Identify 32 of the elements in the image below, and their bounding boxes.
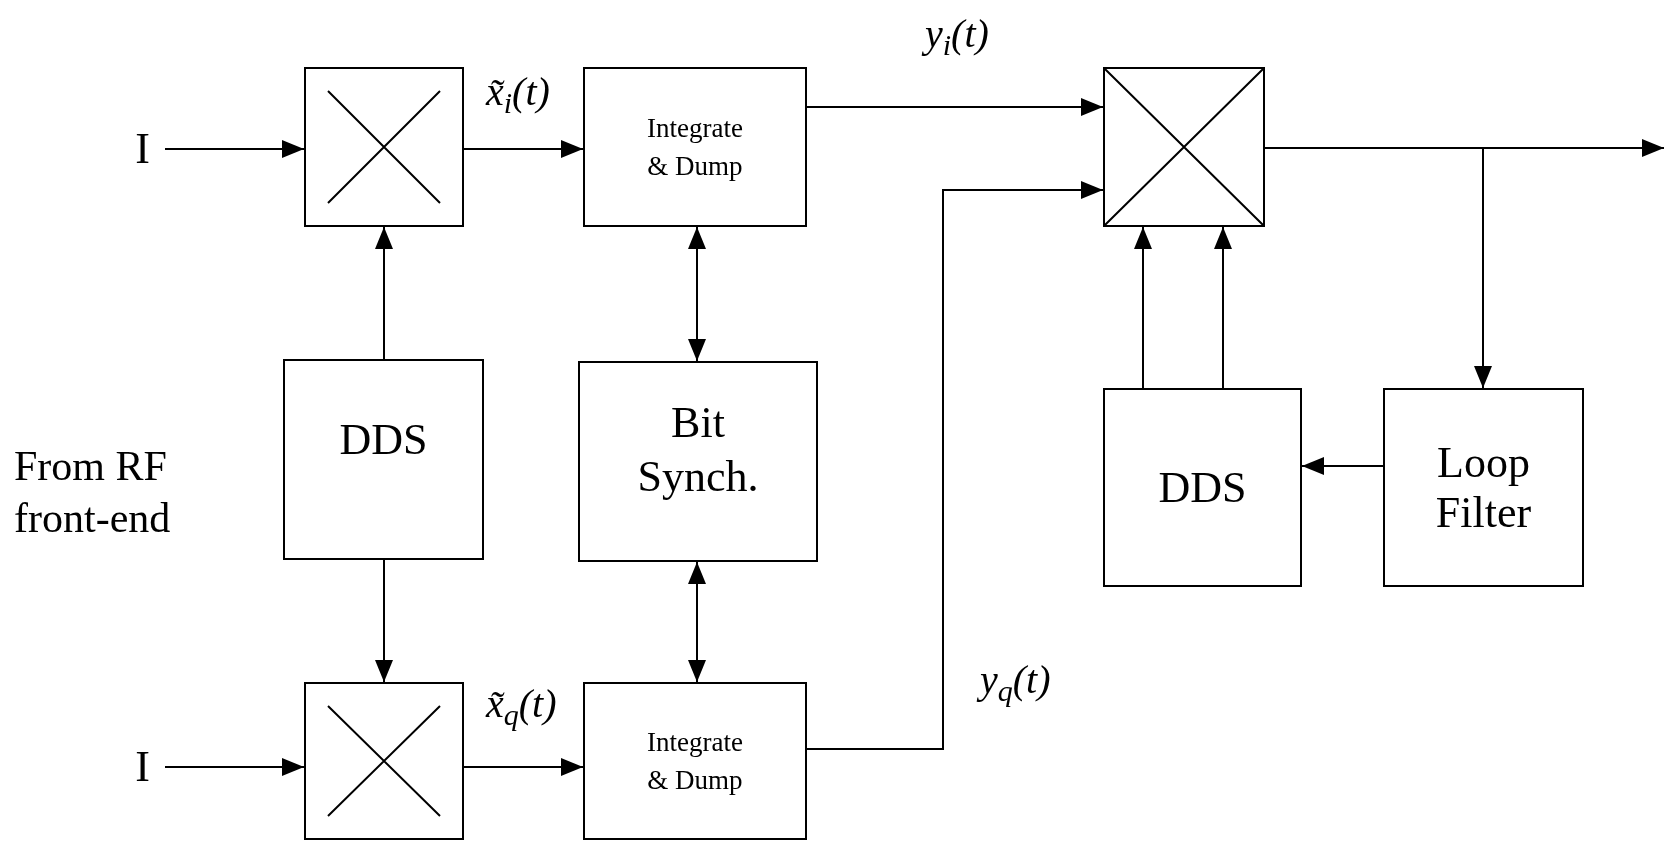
arrow xyxy=(164,758,305,776)
arrow xyxy=(806,98,1104,116)
arrow xyxy=(375,226,393,360)
input-label: I xyxy=(135,741,150,793)
mixer-box xyxy=(304,67,464,227)
box-label: Bit Synch. xyxy=(636,396,760,503)
process-box xyxy=(578,361,818,562)
arrow xyxy=(463,140,584,158)
mixer-box xyxy=(304,682,464,840)
arrow xyxy=(375,559,393,683)
process-box xyxy=(1103,388,1302,587)
process-box xyxy=(1383,388,1584,587)
box-label: Loop Filter xyxy=(1434,437,1533,538)
box-label: Integrate & Dump xyxy=(646,726,744,797)
box-label: DDS xyxy=(339,413,428,466)
arrow xyxy=(463,758,584,776)
process-box xyxy=(583,67,807,227)
box-label: DDS xyxy=(1158,461,1247,514)
input-label: From RF front-end xyxy=(14,442,172,543)
arrow xyxy=(164,140,305,158)
process-box xyxy=(583,682,807,840)
signal-label: x̃$_{i}$(t) xyxy=(486,68,550,116)
mixer-box xyxy=(1103,67,1265,227)
arrow xyxy=(1134,226,1152,389)
arrow xyxy=(688,561,706,683)
process-box xyxy=(283,359,484,560)
box-label: Integrate & Dump xyxy=(646,112,744,183)
arrow xyxy=(688,226,706,362)
arrow xyxy=(1214,226,1232,389)
input-label: I xyxy=(135,123,150,175)
arrow xyxy=(806,181,1104,750)
arrow xyxy=(1301,457,1384,475)
